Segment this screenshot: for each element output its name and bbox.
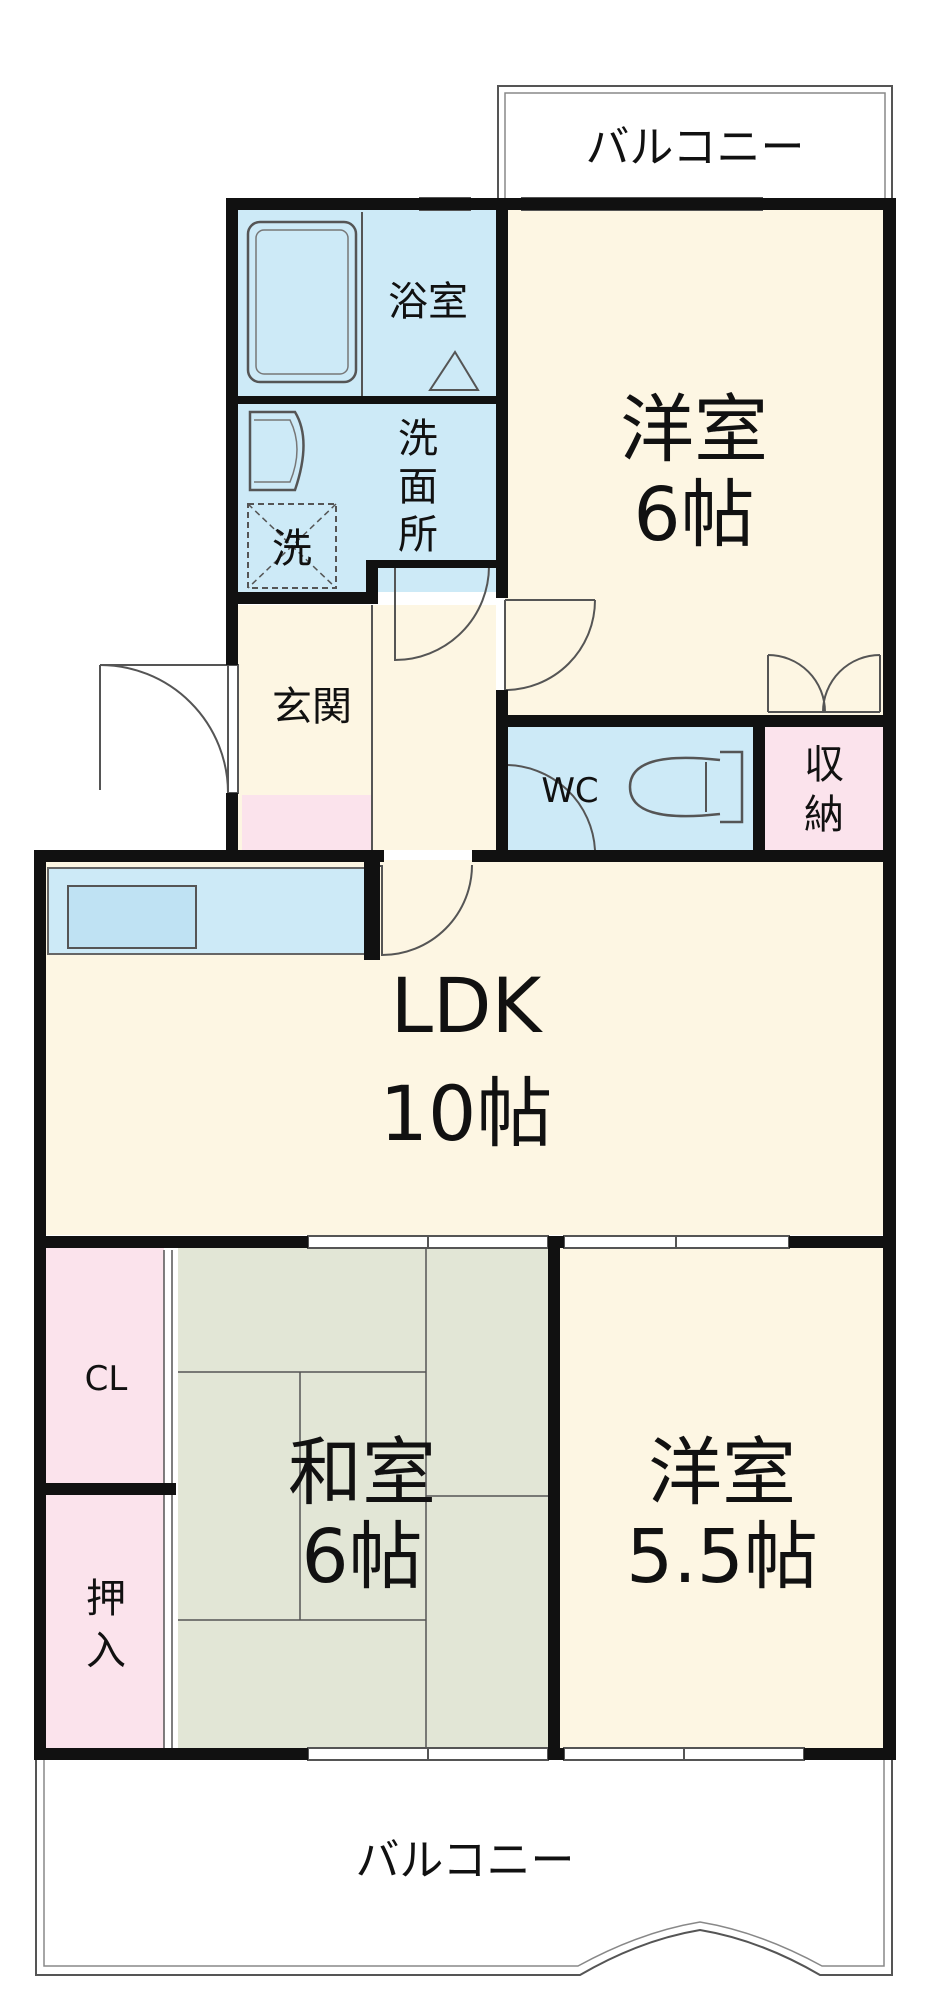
room-oshiire-fill	[46, 1495, 164, 1748]
room-japanese-fill	[178, 1248, 548, 1748]
label-oshiire-1: 押	[86, 1576, 126, 1622]
label-japanese-size: 6帖	[301, 1514, 422, 1600]
label-ldk-name: LDK	[391, 961, 544, 1050]
room-western-1-fill	[505, 210, 883, 715]
label-washroom-1: 洗	[398, 416, 438, 462]
label-washroom-3: 所	[398, 512, 438, 558]
label-closet: CL	[85, 1359, 128, 1399]
sink	[67, 885, 197, 949]
label-japanese-name: 和室	[288, 1430, 436, 1516]
tatami-lines	[163, 1248, 548, 1748]
label-storage-1: 収	[804, 742, 844, 788]
label-balcony-top: バルコニー	[585, 122, 804, 173]
room-storage-fill	[765, 727, 883, 850]
label-bath: 浴室	[388, 279, 468, 325]
walls	[34, 198, 896, 1760]
label-entrance: 玄関	[272, 684, 352, 730]
label-oshiire-2: 入	[86, 1628, 126, 1674]
room-closet-fill	[46, 1248, 164, 1483]
room-western-2-fill	[560, 1248, 883, 1748]
label-wc: WC	[541, 771, 598, 811]
toilet	[628, 750, 744, 824]
label-washer: 洗	[272, 526, 312, 572]
label-western-2-name: 洋室	[648, 1430, 796, 1516]
label-western-2-size: 5.5帖	[626, 1514, 818, 1600]
bath-divider	[361, 212, 480, 398]
label-western-1-size: 6帖	[633, 472, 754, 558]
label-storage-2: 納	[804, 792, 844, 838]
bathtub	[246, 220, 358, 384]
doors	[99, 565, 881, 957]
balcony-bottom	[35, 1760, 893, 1976]
label-balcony-bottom: バルコニー	[355, 1835, 574, 1886]
genkan-floor-fill	[242, 795, 372, 850]
balcony-top	[497, 85, 893, 209]
label-ldk-size: 10帖	[380, 1069, 553, 1158]
label-washroom-2: 面	[398, 464, 438, 510]
washbasin	[248, 410, 305, 492]
label-western-1-name: 洋室	[620, 387, 768, 473]
washing-machine-pan	[247, 503, 337, 589]
labels: バルコニー 浴室 洗 面 所 洗 洋室 6帖 玄関 WC 収 納 LDK 10帖…	[85, 122, 844, 1886]
